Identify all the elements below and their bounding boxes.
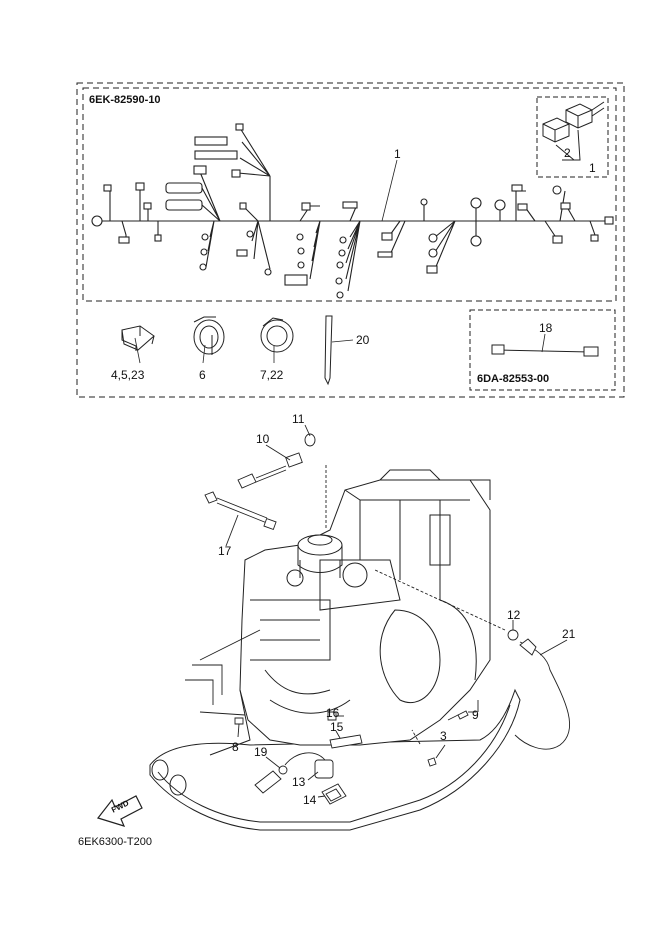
clamp-4-5-23-icon — [121, 325, 155, 364]
callout-10: 10 — [256, 432, 270, 446]
clamp-7-22-icon — [260, 317, 294, 363]
callout-1-harness: 1 — [394, 147, 401, 161]
callout-12: 12 — [507, 608, 521, 622]
callout-16: 16 — [326, 706, 340, 720]
callout-4-5-23: 4,5,23 — [111, 368, 145, 382]
callout-7-22: 7,22 — [260, 368, 284, 382]
connector-inset-frame — [536, 96, 609, 178]
harness-frame — [82, 87, 617, 302]
subkit-frame — [469, 309, 616, 391]
callout-3: 3 — [440, 729, 447, 743]
figure-code: 6EK6300-T200 — [78, 836, 152, 848]
callout-20: 20 — [356, 333, 370, 347]
callout-11: 11 — [292, 412, 305, 426]
callout-6: 6 — [199, 368, 206, 382]
wire-harness-drawing — [91, 123, 614, 299]
callout-15: 15 — [330, 720, 344, 734]
callout-18: 18 — [539, 321, 553, 335]
subkit-part-code: 6DA-82553-00 — [477, 373, 550, 385]
clamp-6-icon — [193, 316, 225, 364]
kit-outer-frame — [76, 82, 625, 398]
callout-1-inset: 1 — [589, 161, 596, 175]
connector-pair-icon — [542, 101, 605, 161]
fwd-arrow-icon — [96, 795, 143, 827]
callout-17: 17 — [218, 544, 232, 558]
sub-harness-18-icon — [491, 333, 599, 357]
callout-19: 19 — [254, 745, 268, 759]
callout-14: 14 — [303, 793, 317, 807]
kit-part-code: 6EK-82590-10 — [89, 94, 161, 106]
cable-tie-icon — [324, 315, 354, 386]
callout-13: 13 — [292, 775, 306, 789]
part-details — [185, 424, 570, 805]
engine-block-drawing — [149, 469, 521, 831]
callout-8: 8 — [232, 740, 239, 754]
callout-2: 2 — [564, 146, 571, 160]
callout-21: 21 — [562, 627, 576, 641]
callout-9: 9 — [472, 708, 479, 722]
